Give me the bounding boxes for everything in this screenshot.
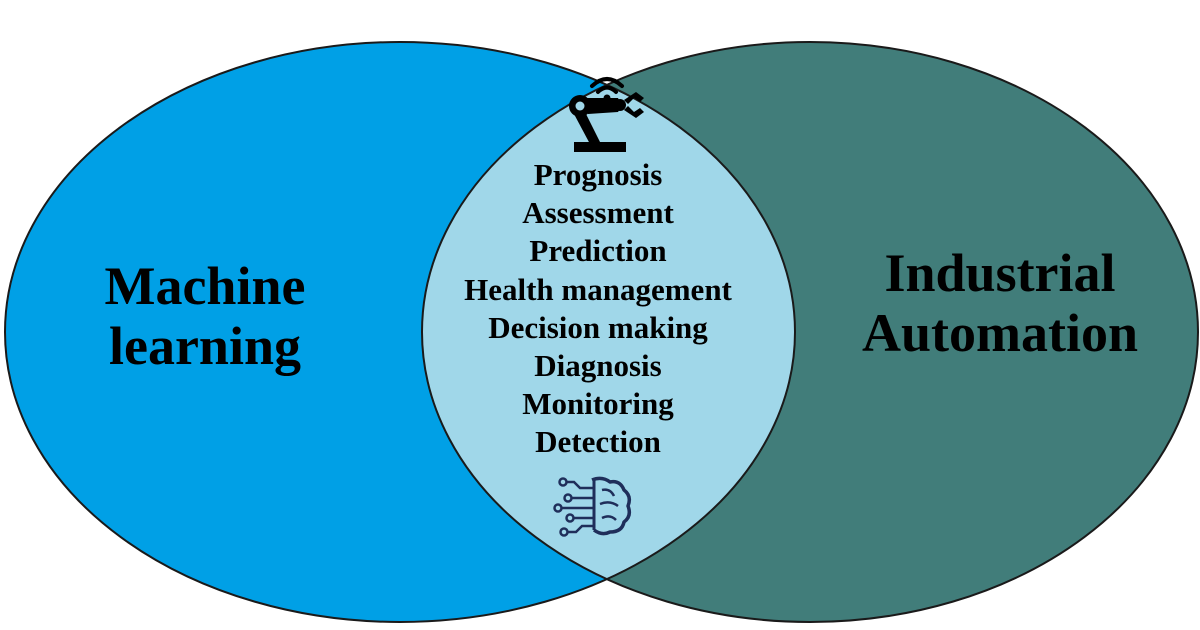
left-set-label: Machine learning xyxy=(45,256,365,376)
overlap-item: Prediction xyxy=(529,233,667,269)
overlap-item: Prognosis xyxy=(533,157,663,192)
right-set-label-line: Industrial xyxy=(884,243,1116,303)
right-set-label-line: Automation xyxy=(861,303,1138,363)
ai-brain-circuit-icon xyxy=(552,474,634,538)
overlap-item: Detection xyxy=(535,424,661,460)
overlap-item: Monitoring xyxy=(522,386,674,422)
overlap-region xyxy=(422,42,795,622)
left-set-label-line: Machine xyxy=(104,256,306,316)
right-set-outline xyxy=(421,41,1199,623)
left-set-outline xyxy=(4,41,796,623)
robot-arm-icon xyxy=(560,72,650,160)
left-set-label-line: learning xyxy=(108,316,301,376)
overlap-item: Decision making xyxy=(488,309,708,345)
overlap-item: Health management xyxy=(464,271,732,307)
overlap-item: Diagnosis xyxy=(534,348,662,384)
overlap-item: Assessment xyxy=(522,195,674,231)
overlap-item-list: Prognosis Assessment Prediction Health m… xyxy=(393,156,803,462)
right-set-label: Industrial Automation xyxy=(800,243,1200,363)
